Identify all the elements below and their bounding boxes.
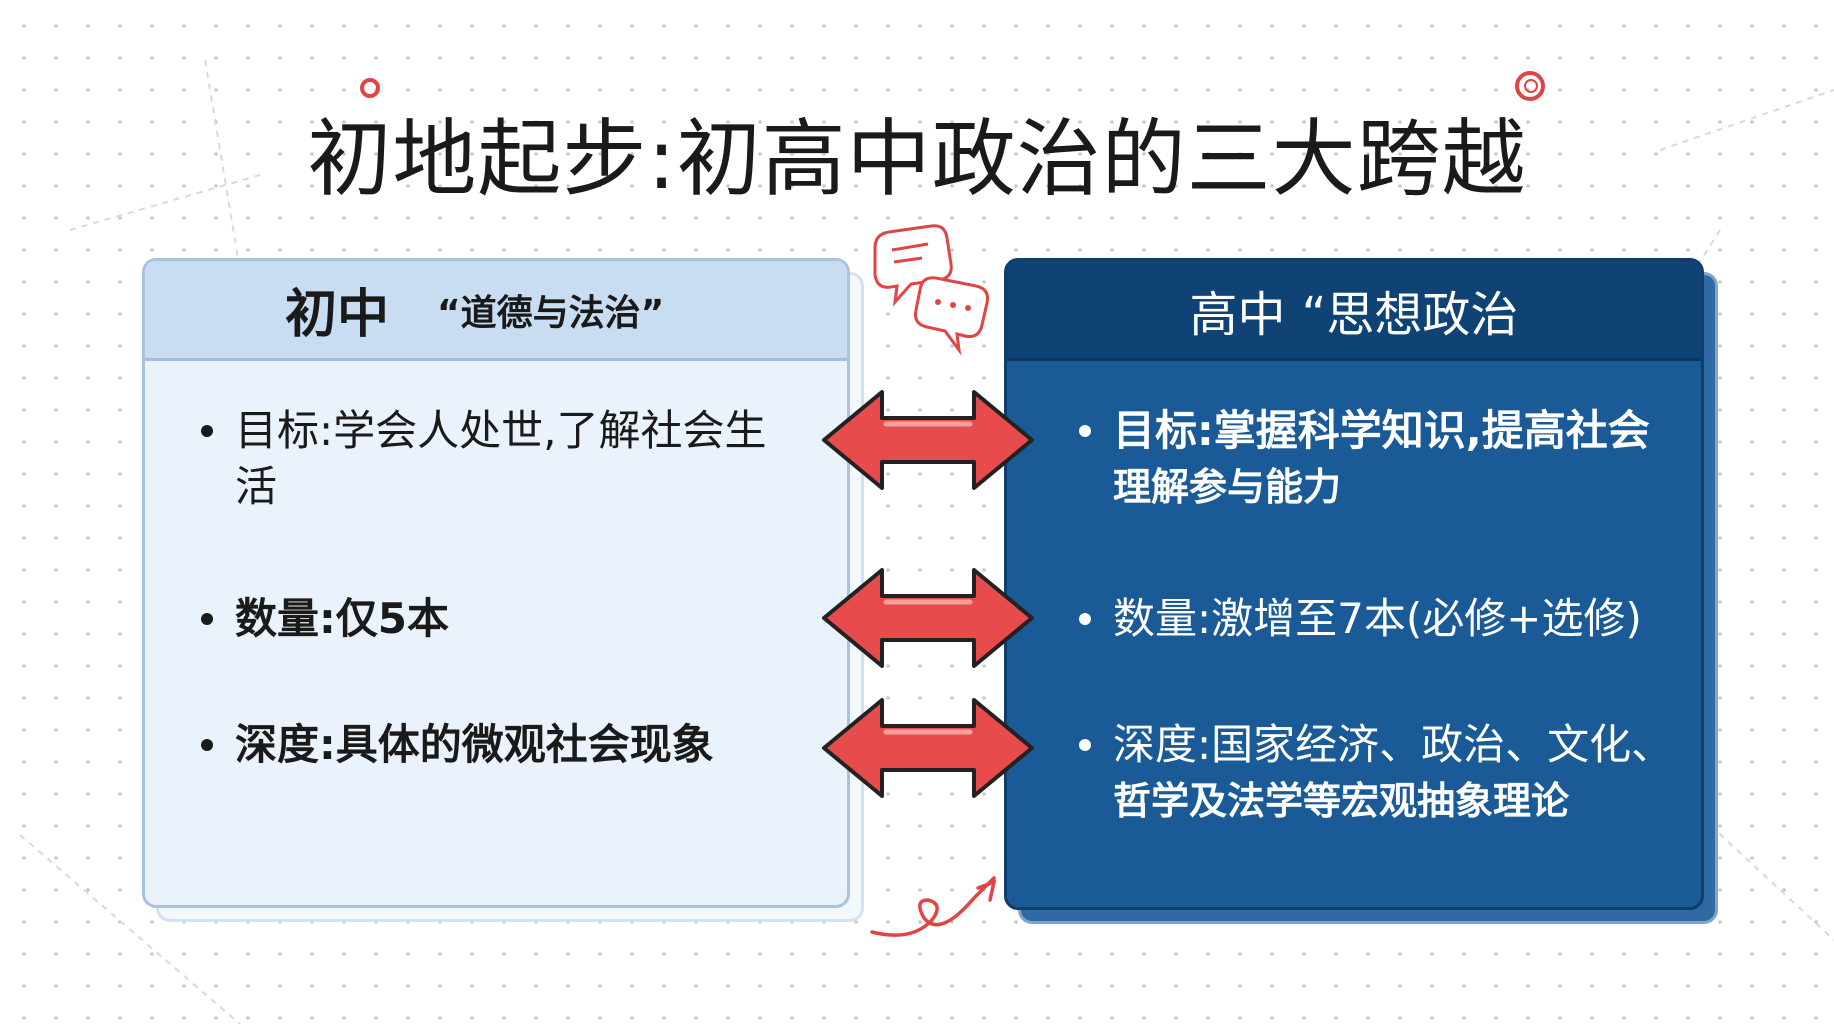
double-arrow-icon <box>824 700 1032 796</box>
left-item-quantity: 数量:仅5本 <box>201 591 449 647</box>
bullet-dot <box>1079 425 1091 437</box>
bullet-dot <box>1079 613 1091 625</box>
right-item-quantity: 数量:激增至7本(必修+选修) <box>1079 591 1642 647</box>
chat-dots-icon <box>914 276 989 356</box>
bullet-dot <box>1079 739 1091 751</box>
bullet-dot <box>201 425 213 437</box>
left-item-depth: 深度:具体的微观社会现象 <box>201 717 714 773</box>
left-item-goal: 目标:学会人处世,了解社会生 活 <box>201 403 835 515</box>
right-item-depth: 深度:国家经济、政治、文化、 哲学及法学等宏观抽象理论 <box>1079 717 1693 829</box>
speech-bubble-icon <box>873 224 953 307</box>
swirl-arrow-icon <box>870 876 997 937</box>
right-header-title: 高中 <box>1189 286 1286 343</box>
right-header-subtitle: “思想政治 <box>1301 286 1519 343</box>
bullet-dot <box>201 739 213 751</box>
double-arrow-icon <box>824 392 1032 488</box>
red-ring-icon <box>360 78 380 98</box>
left-panel: 初中 “道德与法治” 目标:学会人处世,了解社会生 活 数量:仅5本 深度:具体… <box>142 258 850 908</box>
page-title: 初地起步:初高中政治的三大跨越 <box>307 110 1527 208</box>
right-item-goal: 目标:掌握科学知识,提高社会 理解参与能力 <box>1079 403 1693 515</box>
right-panel-header: 高中 “思想政治 <box>1007 261 1701 361</box>
left-header-title: 初中 <box>285 285 390 345</box>
left-header-subtitle: “道德与法治” <box>437 292 665 334</box>
double-arrow-icon <box>824 570 1032 666</box>
red-ring-icon <box>1515 71 1545 101</box>
right-panel: 高中 “思想政治 目标:掌握科学知识,提高社会 理解参与能力 数量:激增至7本(… <box>1004 258 1704 910</box>
left-panel-header: 初中 “道德与法治” <box>145 261 847 361</box>
bullet-dot <box>201 613 213 625</box>
